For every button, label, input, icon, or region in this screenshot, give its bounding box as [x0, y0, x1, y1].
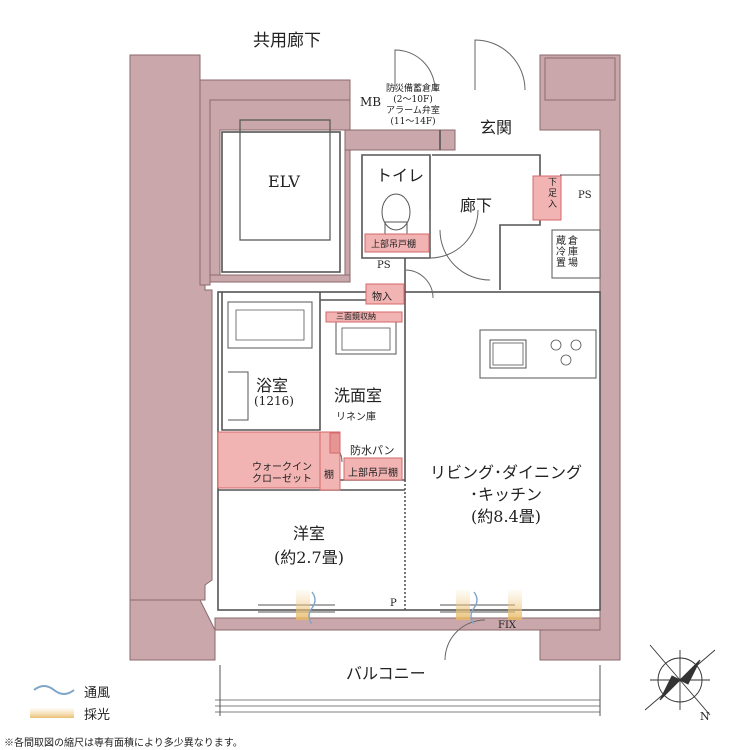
ventilation-light-marks — [296, 590, 522, 625]
western-room-line-1: 洋室 — [292, 524, 325, 543]
ldk-line-1: リビング･ダイニング — [430, 463, 583, 482]
toilet-label: トイレ — [376, 166, 425, 185]
western-room-line-2: (約2.7畳) — [274, 548, 344, 567]
ps-mid-label: PS — [377, 260, 391, 271]
disaster-storage-line-1: 防災備蓄倉庫 — [386, 84, 441, 94]
ldk-line-3: (約8.4畳) — [471, 507, 541, 526]
entrance-label: 玄関 — [480, 118, 513, 137]
pink-fixtures — [217, 175, 562, 491]
compass-n-label: N — [700, 710, 710, 723]
disaster-storage-line-2: (2〜10F) — [393, 95, 433, 105]
disaster-storage-line-3: アラーム弁室 — [386, 106, 440, 116]
legend-ventilation-label: 通風 — [84, 686, 111, 701]
ldk-label: リビング･ダイニング ･キッチン (約8.4畳) — [430, 462, 582, 528]
bathroom-label: 浴室 — [256, 376, 289, 395]
legend-swatches — [30, 685, 75, 718]
fridge-storage-label: 蔵 倉 冷 庫 置 場 — [556, 236, 580, 269]
walkin-closet-line-2: クローゼット — [252, 474, 312, 485]
structural-walls — [129, 54, 621, 661]
p-mark-label: P — [390, 598, 397, 609]
fridge-storage-char-2: 倉 — [568, 236, 578, 247]
hallway-label: 廊下 — [460, 196, 493, 215]
compass-rose — [644, 644, 716, 716]
bathroom-size-label: (1216) — [254, 394, 294, 408]
shoe-box-line-3: 入 — [548, 200, 558, 210]
fix-label: FIX — [498, 620, 517, 631]
elv-label: ELV — [268, 172, 300, 191]
ps-top-label: PS — [578, 190, 592, 201]
shoe-box-label: 下 足 入 — [548, 178, 557, 211]
interior-lines — [215, 119, 601, 716]
waterproof-pan-label: 防水パン — [350, 444, 395, 457]
fridge-storage-char-1: 蔵 — [556, 236, 566, 247]
legend-light-label: 採光 — [84, 708, 111, 723]
washroom-label: 洗面室 — [334, 386, 383, 405]
fridge-storage-char-5: 置 — [556, 258, 566, 269]
shoe-box-line-1: 下 — [548, 178, 558, 188]
disaster-storage-line-4: (11〜14F) — [390, 117, 436, 127]
fridge-storage-char-4: 庫 — [568, 247, 578, 258]
western-room-label: 洋室 (約2.7畳) — [274, 522, 344, 570]
walkin-closet-label: ウォークイン クローゼット — [252, 462, 312, 486]
shelf-label: 棚 — [324, 470, 334, 481]
common-corridor-label: 共用廊下 — [253, 31, 321, 51]
footnote: ※各間取図の縮尺は専有面積により多少異なります。 — [4, 738, 243, 749]
fridge-storage-char-3: 冷 — [556, 247, 566, 258]
mirror-storage-label: 三面鏡収納 — [336, 312, 376, 321]
storage-label: 物入 — [372, 292, 392, 303]
shoe-box-line-2: 足 — [548, 189, 558, 199]
linen-label: リネン庫 — [336, 412, 376, 423]
mb-label: MB — [360, 95, 382, 109]
ldk-line-2: ･キッチン — [470, 485, 543, 504]
disaster-storage-label: 防災備蓄倉庫 (2〜10F) アラーム弁室 (11〜14F) — [386, 84, 440, 128]
hanging-shelf-wash-label: 上部吊戸棚 — [348, 468, 398, 479]
walkin-closet-line-1: ウォークイン — [252, 462, 312, 473]
balcony-label: バルコニー — [346, 664, 426, 683]
fridge-storage-char-6: 場 — [568, 258, 578, 269]
hanging-shelf-toilet-label: 上部吊戸棚 — [371, 240, 417, 250]
